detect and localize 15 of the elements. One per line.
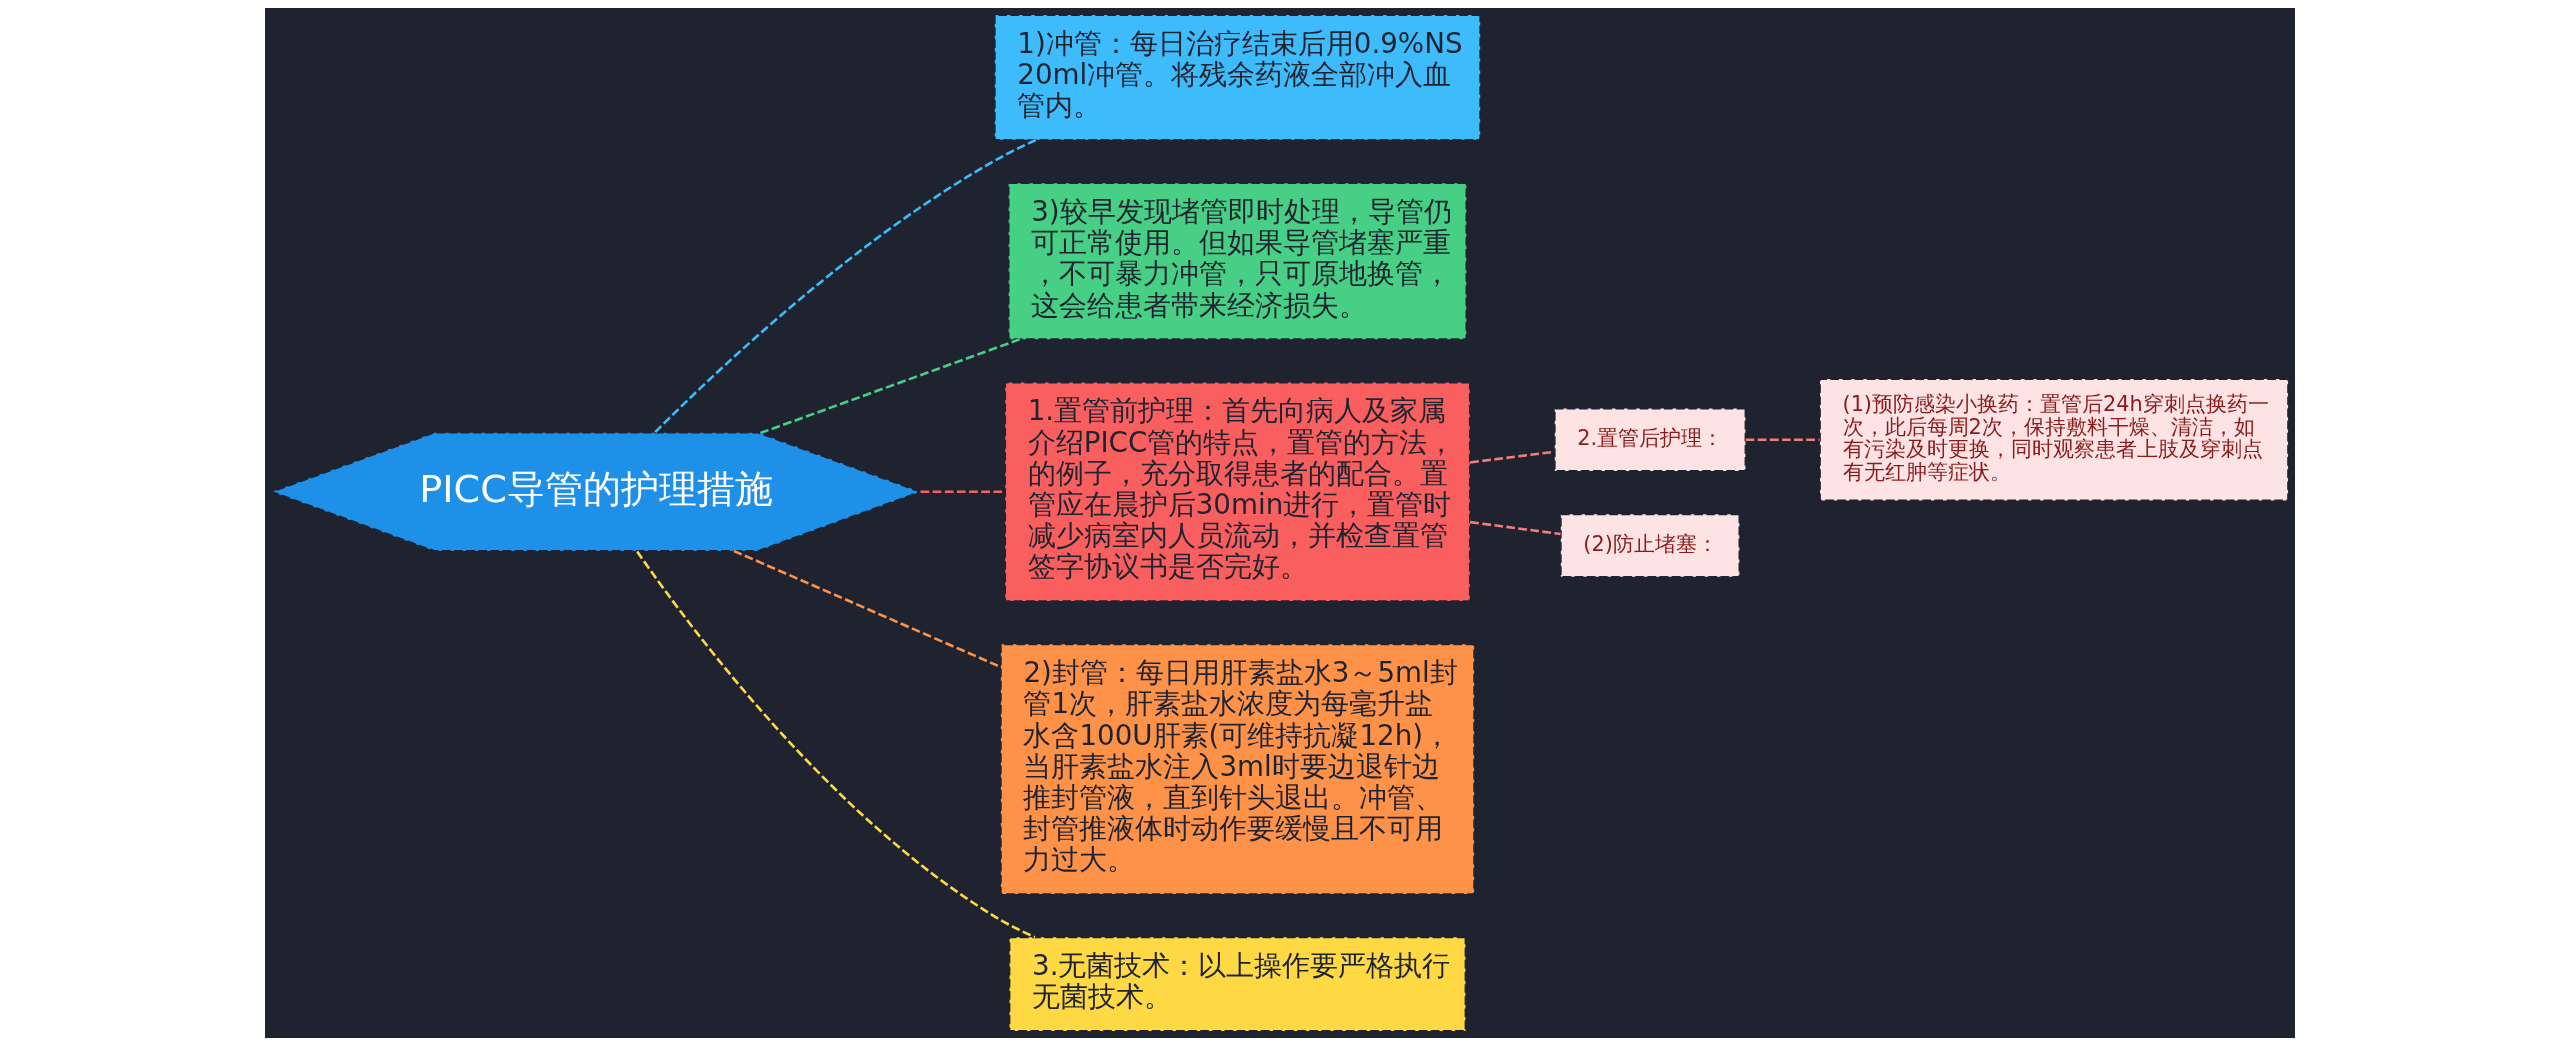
connector <box>1469 520 1561 536</box>
node-box: 1)冲管：每日治疗结束后用0.9%NS20ml冲管。将残余药液全部冲入血管内。 <box>993 14 1482 141</box>
node-box: 2.置管后护理： <box>1553 407 1747 472</box>
node-box: (1)预防感染小换药：置管后24h穿刺点换药一次，此后每周2次，保持敷料干燥、清洁，如有污染及时更换，同时观察患者上肢及穿刺点有无红肿等症状。 <box>1819 378 2289 502</box>
node-box: (2)防止堵塞： <box>1559 513 1741 578</box>
connector <box>636 550 1036 939</box>
node-box: 3)较早发现堵管即时处理，导管仍可正常使用。但如果导管堵塞严重，不可暴力冲管，只可原地换管，这会给患者带来经济损失。 <box>1007 182 1468 341</box>
node-box: 3.无菌技术：以上操作要严格执行无菌技术。 <box>1008 936 1467 1032</box>
connector <box>760 338 1021 435</box>
connector <box>920 490 1005 494</box>
node-box: 1.置管前护理：首先向病人及家属介绍PICC管的特点，置管的方法，的例子，充分取得患者的配合。置管应在晨护后30min进行，置管时减少病室内人员流动，并检查置管签字协议书是否完好。 <box>1004 381 1471 602</box>
connector <box>654 138 1037 434</box>
node-box: 2)封管：每日用肝素盐水3～5ml封管1次，肝素盐水浓度为每毫升盐水含100U肝素(可维持抗凝12h)，当肝素盐水注入3ml时要边退针边推封管液，直到针头退出。冲管、封管推液体时动作要缓慢且不可用力过大。 <box>1000 643 1475 895</box>
connector <box>1745 438 1820 442</box>
connector <box>1469 450 1555 464</box>
